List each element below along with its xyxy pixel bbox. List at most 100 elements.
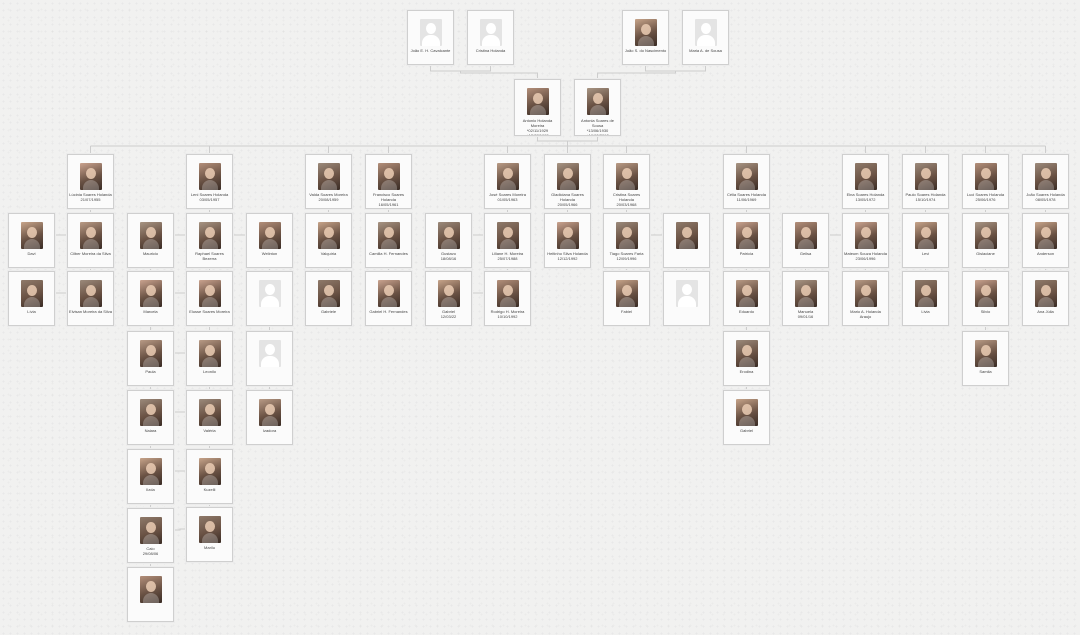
person-name-label: Silvio (980, 309, 991, 314)
person-photo (80, 222, 102, 249)
person-card-izadora[interactable]: Izadora (246, 390, 293, 445)
person-name-label: Cristina Holanda (475, 48, 506, 53)
person-photo (259, 399, 281, 426)
person-card-jose-soares-moreira[interactable]: José Soares Moreira 01/05/1963 (484, 154, 531, 209)
person-name-label: Paulo Soares Holanda 15/10/1974 (905, 192, 946, 202)
person-card-mauricio[interactable]: Mauricio (127, 213, 174, 268)
person-name-label: Gladiciana Soares Holanda 20/05/1966 (551, 192, 584, 207)
person-card-patricia[interactable]: Patrícia (723, 213, 770, 268)
person-card-gladiciana-soares-holanda[interactable]: Gladiciana Soares Holanda 20/05/1966 (544, 154, 591, 209)
person-card-manuela[interactable]: Manuela 09/01/16 (782, 271, 829, 326)
person-photo (21, 222, 43, 249)
person-photo (795, 280, 817, 307)
person-card-camilla-h-fernandes[interactable]: Camilla H. Fernandes (365, 213, 412, 268)
person-photo (616, 163, 638, 190)
person-name-label: Gislaciane (976, 251, 995, 256)
person-name-label: João S. do Nascimento (624, 48, 667, 53)
person-card-gabriel[interactable]: Gabriel (723, 390, 770, 445)
person-name-label: Elna Soares Holanda 13/05/1972 (846, 192, 885, 202)
person-card-raphael-soares-bezerra[interactable]: Raphael Soares Bezerra (186, 213, 233, 268)
person-photo (318, 222, 340, 249)
person-name-label: Gabriel (740, 428, 753, 433)
person-card-anderson[interactable]: Anderson (1022, 213, 1069, 268)
person-photo (80, 163, 102, 190)
person-card-marilu[interactable]: Marilu (186, 507, 233, 562)
person-card-marcela[interactable]: Marcela (127, 271, 174, 326)
person-name-label: João Soares Holanda 08/05/1978 (1026, 192, 1065, 202)
person-card-paulo-soares-holanda[interactable]: Paulo Soares Holanda 15/10/1974 (902, 154, 949, 209)
person-card-livia[interactable]: Lívia (8, 271, 55, 326)
person-card-geilsa[interactable]: Geilsa (782, 213, 829, 268)
person-card-maria-a-de-sousa[interactable]: Maria A. de Sousa (682, 10, 729, 65)
person-card-davi[interactable]: Davi (8, 213, 55, 268)
person-card-joao-soares-holanda[interactable]: João Soares Holanda 08/05/1978 (1022, 154, 1069, 209)
person-name-label: Paula (145, 369, 156, 374)
person-card-fabiel[interactable]: Fabiel (603, 271, 650, 326)
person-card-ilzda[interactable]: Ilzda (127, 449, 174, 504)
person-card-valquiria[interactable]: Valquíria (305, 213, 352, 268)
person-card-lucinia-soares-holanda[interactable]: Lúcinia Soares Holanda 21/07/1955 (67, 154, 114, 209)
person-photo (855, 280, 877, 307)
person-card-gabriele[interactable]: Gabriele (305, 271, 352, 326)
person-card-joao-s-do-nascimento[interactable]: João S. do Nascimento (622, 10, 669, 65)
person-card-mateum-souza-holanda[interactable]: Mateum Souza Holanda 23/06/1996 (842, 213, 889, 268)
person-card-rodrigo-h-moreira[interactable]: Rodrigo H. Moreira 10/10/1992 (484, 271, 531, 326)
person-card-luci-soares-holanda[interactable]: Luci Soares Holanda 25/06/1976 (962, 154, 1009, 209)
person-photo (199, 222, 221, 249)
person-card-c2g[interactable] (127, 567, 174, 622)
person-card-tiago-soares-faria[interactable]: Tiago Soares Faria 12/09/1996 (603, 213, 650, 268)
person-card-silvio[interactable]: Silvio (962, 271, 1009, 326)
person-card-cilber-moreira-da-silva[interactable]: Cilber Moreira da Silva (67, 213, 114, 268)
person-photo (199, 516, 221, 543)
person-card-joao-e-h-cavalcante[interactable]: João E. H. Cavalcante (407, 10, 454, 65)
person-card-naiara[interactable]: Naiara (127, 390, 174, 445)
person-card-caio[interactable]: Caio 29/08/06 (127, 508, 174, 563)
person-card-elvisan-moreira-da-silva[interactable]: Elvisan Moreira da Silva (67, 271, 114, 326)
person-name-label: Valquíria (320, 251, 337, 256)
person-card-heitinho-silva-holanda[interactable]: Heitinho Silva Holanda 12/12/1992 (544, 213, 591, 268)
person-card-ana-julia[interactable]: Ana Júlia (1022, 271, 1069, 326)
person-card-valeria[interactable]: Valéria (186, 390, 233, 445)
person-card-leni-soares-holanda[interactable]: Leni Soares Holanda 03/05/1957 (186, 154, 233, 209)
person-card-cristina-soares-holanda[interactable]: Cristina Soares Holanda 20/03/1968 (603, 154, 650, 209)
person-card-c7d[interactable] (663, 271, 710, 326)
person-photo (140, 280, 162, 307)
person-card-welinton[interactable]: Welinton (246, 213, 293, 268)
person-photo (975, 163, 997, 190)
person-card-gustavo[interactable]: Gustavo 18/08/16 (425, 213, 472, 268)
person-card-erodina[interactable]: Erodina (723, 331, 770, 386)
person-card-paula[interactable]: Paula (127, 331, 174, 386)
person-name-label: Cristina Soares Holanda 20/03/1968 (612, 192, 641, 207)
person-card-c7c[interactable] (663, 213, 710, 268)
person-card-valda-soares-moreira[interactable]: Valda Soares Moreira 20/08/1959 (305, 154, 352, 209)
connector-line (645, 65, 706, 72)
person-card-kuzelli[interactable]: Kuzelli (186, 449, 233, 504)
person-card-cristina-holanda[interactable]: Cristina Holanda (467, 10, 514, 65)
person-photo (855, 163, 877, 190)
person-card-mario-a-holanda-araujo[interactable]: Mario A. Holanda Araujo (842, 271, 889, 326)
person-card-francisco-soares-holanda[interactable]: Francisco Soares Holanda 16/05/1961 (365, 154, 412, 209)
person-card-c2p[interactable] (246, 331, 293, 386)
person-card-gabriel[interactable]: Gabriel 12/03/22 (425, 271, 472, 326)
person-card-elna-soares-holanda[interactable]: Elna Soares Holanda 13/05/1972 (842, 154, 889, 209)
person-card-elusse-soares-moreira[interactable]: Elusse Soares Moreira (186, 271, 233, 326)
person-card-gabriel-h-fernandes[interactable]: Gabriel H. Fernandes (365, 271, 412, 326)
person-card-leonilo[interactable]: Leonilo (186, 331, 233, 386)
person-card-antonio-holanda-moreira[interactable]: Antonio Holanda Moreira *02/11/1929 +12/… (514, 79, 561, 136)
person-card-c2o[interactable] (246, 271, 293, 326)
person-card-antonia-soares-de-sousa[interactable]: Antonia Soares de Sousa *13/06/1930 +19/… (574, 79, 621, 136)
person-card-eduardo[interactable]: Eduardo (723, 271, 770, 326)
person-photo (199, 458, 221, 485)
person-name-label: Tiago Soares Faria 12/09/1996 (609, 251, 644, 261)
person-card-levi[interactable]: Levi (902, 213, 949, 268)
person-photo (736, 280, 758, 307)
person-card-celia-soares-holanda[interactable]: Célia Soares Holanda 11/06/1969 (723, 154, 770, 209)
person-name-label: Naiara (144, 428, 157, 433)
person-photo (557, 222, 579, 249)
person-card-gislaciane[interactable]: Gislaciane (962, 213, 1009, 268)
person-name-label: Antonia Soares de Sousa *13/06/1930 +19/… (581, 118, 614, 136)
person-card-liliane-h-moreira[interactable]: Liliane H. Moreira 25/07/1988 (484, 213, 531, 268)
person-card-livia[interactable]: Livia (902, 271, 949, 326)
person-card-samila[interactable]: Samila (962, 331, 1009, 386)
